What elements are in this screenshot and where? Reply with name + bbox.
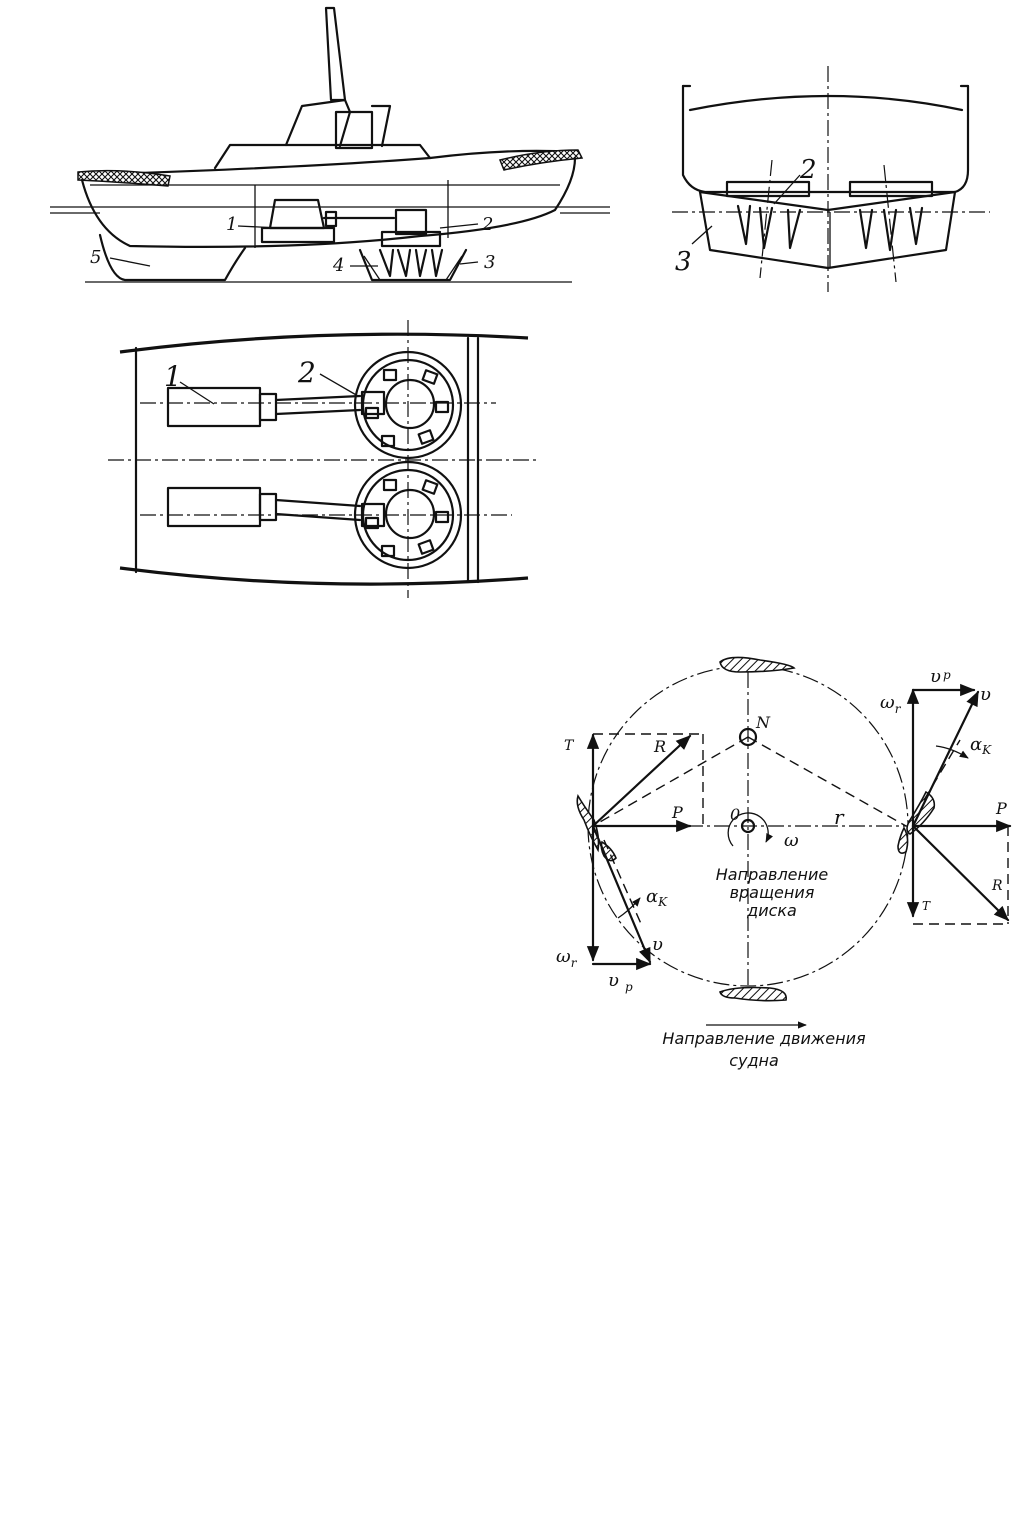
label-v-left: υ [652,934,663,955]
side-label-2: 2 [481,214,493,235]
label-t-right: T [922,899,931,913]
side-label-4: 4 [332,255,344,276]
label-v-right: υ [980,684,991,705]
label-alpha-left: αK [646,886,668,909]
rotation-caption-line3: диска [746,901,797,920]
side-label-3: 3 [484,252,495,273]
label-n: N [755,713,771,732]
motion-caption-line1: Направление движения [662,1029,866,1048]
blade-right [907,792,934,834]
plan-label-1: 1 [164,360,182,393]
side-label-1: 1 [226,214,237,235]
plan-label-2: 2 [297,356,316,389]
label-r-left: R [653,737,666,756]
label-o: 0 [730,805,740,824]
rotation-caption-line1: Направление [716,865,829,884]
label-p-left: P [671,803,683,822]
label-t-left: T [564,738,575,754]
rotation-caption-line2: вращения [730,883,815,902]
label-omega: ω [784,830,799,851]
side-label-5: 5 [90,247,101,268]
tug-side-view: 1 2 3 4 5 [50,8,610,282]
label-omega-r-left: ωr [556,946,578,970]
section-label-2: 2 [799,155,817,185]
label-omega-r-right: ωr [880,692,902,716]
label-r: r [834,805,845,829]
section-label-3: 3 [675,247,692,277]
hull-cross-section: 2 3 [672,66,990,292]
blade-bottom [720,988,786,1001]
label-r-right: R [991,878,1003,894]
blade-top [720,657,794,672]
label-alpha-right: αK [970,734,992,757]
label-p-right: P [995,799,1007,818]
plan-view: 1 2 [108,320,540,598]
motion-caption-line2: судна [729,1051,779,1070]
